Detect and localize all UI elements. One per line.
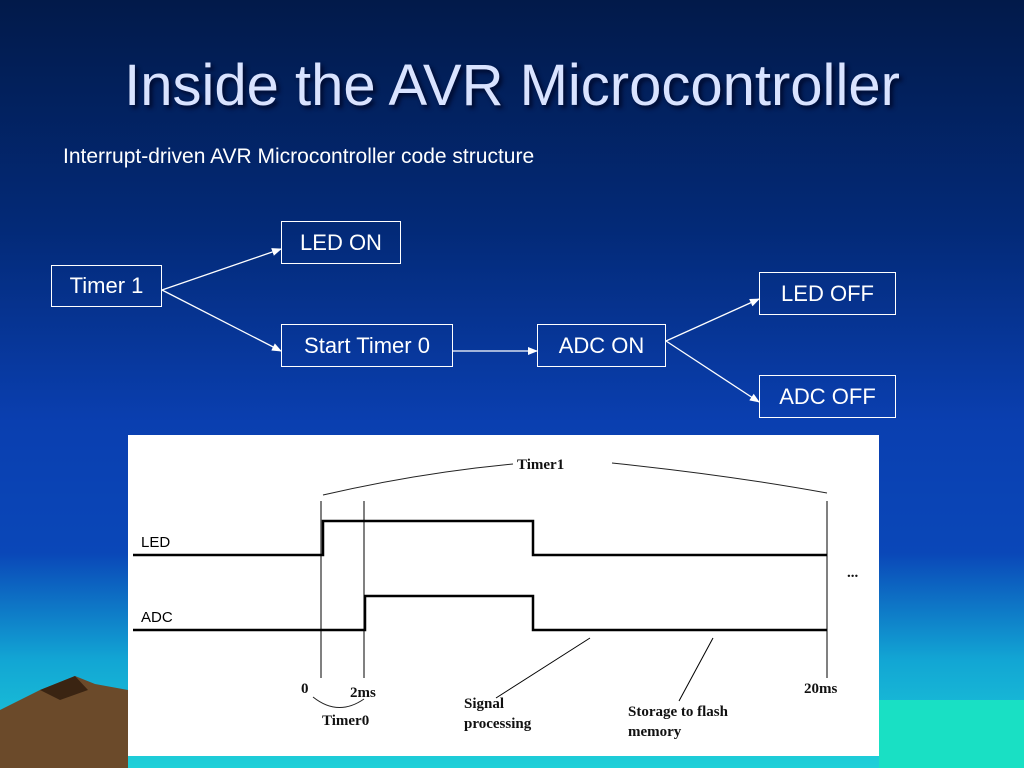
timer0-brace [312, 696, 365, 708]
node-timer1: Timer 1 [51, 265, 162, 307]
node-led-off: LED OFF [759, 272, 896, 315]
sea-shape [879, 700, 1024, 768]
time-label-0: 0 [301, 681, 309, 697]
signal-processing-label-line1: Signal [464, 696, 504, 712]
mountain-shape [0, 676, 128, 768]
timer0-label: Timer0 [322, 713, 369, 729]
arrow-adcon-to-ledoff [665, 298, 760, 342]
page-title: Inside the AVR Microcontroller [124, 53, 900, 118]
adc-signal-label: ADC [141, 609, 173, 626]
led-signal-label: LED [141, 534, 170, 551]
storage-pointer [678, 637, 714, 702]
node-adc-on: ADC ON [537, 324, 666, 367]
time-label-20ms: 20ms [804, 681, 837, 697]
timer1-brace-left [322, 463, 514, 496]
signal-processing-label-line2: processing [464, 716, 532, 732]
timer1-label: Timer1 [517, 457, 564, 473]
time-label-2ms: 2ms [350, 685, 376, 701]
ellipsis-label: ... [847, 565, 859, 581]
page-subtitle: Interrupt-driven AVR Microcontroller cod… [63, 145, 535, 168]
node-start-timer0: Start Timer 0 [281, 324, 453, 367]
timer1-brace-right [611, 462, 828, 494]
mountain-ridge [40, 676, 88, 700]
led-waveform [133, 519, 827, 557]
arrow-timer1-to-start0 [161, 289, 282, 352]
node-adc-off: ADC OFF [759, 375, 896, 418]
adc-waveform [133, 594, 827, 632]
storage-label-line2: memory [628, 724, 682, 740]
signal-processing-pointer [495, 637, 591, 699]
arrow-adcon-to-adcoff [665, 340, 760, 403]
storage-label-line1: Storage to flash [628, 704, 729, 720]
timing-diagram-canvas: Timer1 LED ADC ... 0 2ms 20ms Timer0 Sig… [133, 457, 859, 740]
timing-diagram: Timer1 LED ADC ... 0 2ms 20ms Timer0 Sig… [128, 435, 879, 756]
flowchart-arrows [161, 248, 760, 403]
arrow-timer1-to-ledon [161, 248, 282, 291]
node-led-on: LED ON [281, 221, 401, 264]
flowchart: Timer 1 LED ON Start Timer 0 ADC ON LED … [51, 221, 896, 418]
